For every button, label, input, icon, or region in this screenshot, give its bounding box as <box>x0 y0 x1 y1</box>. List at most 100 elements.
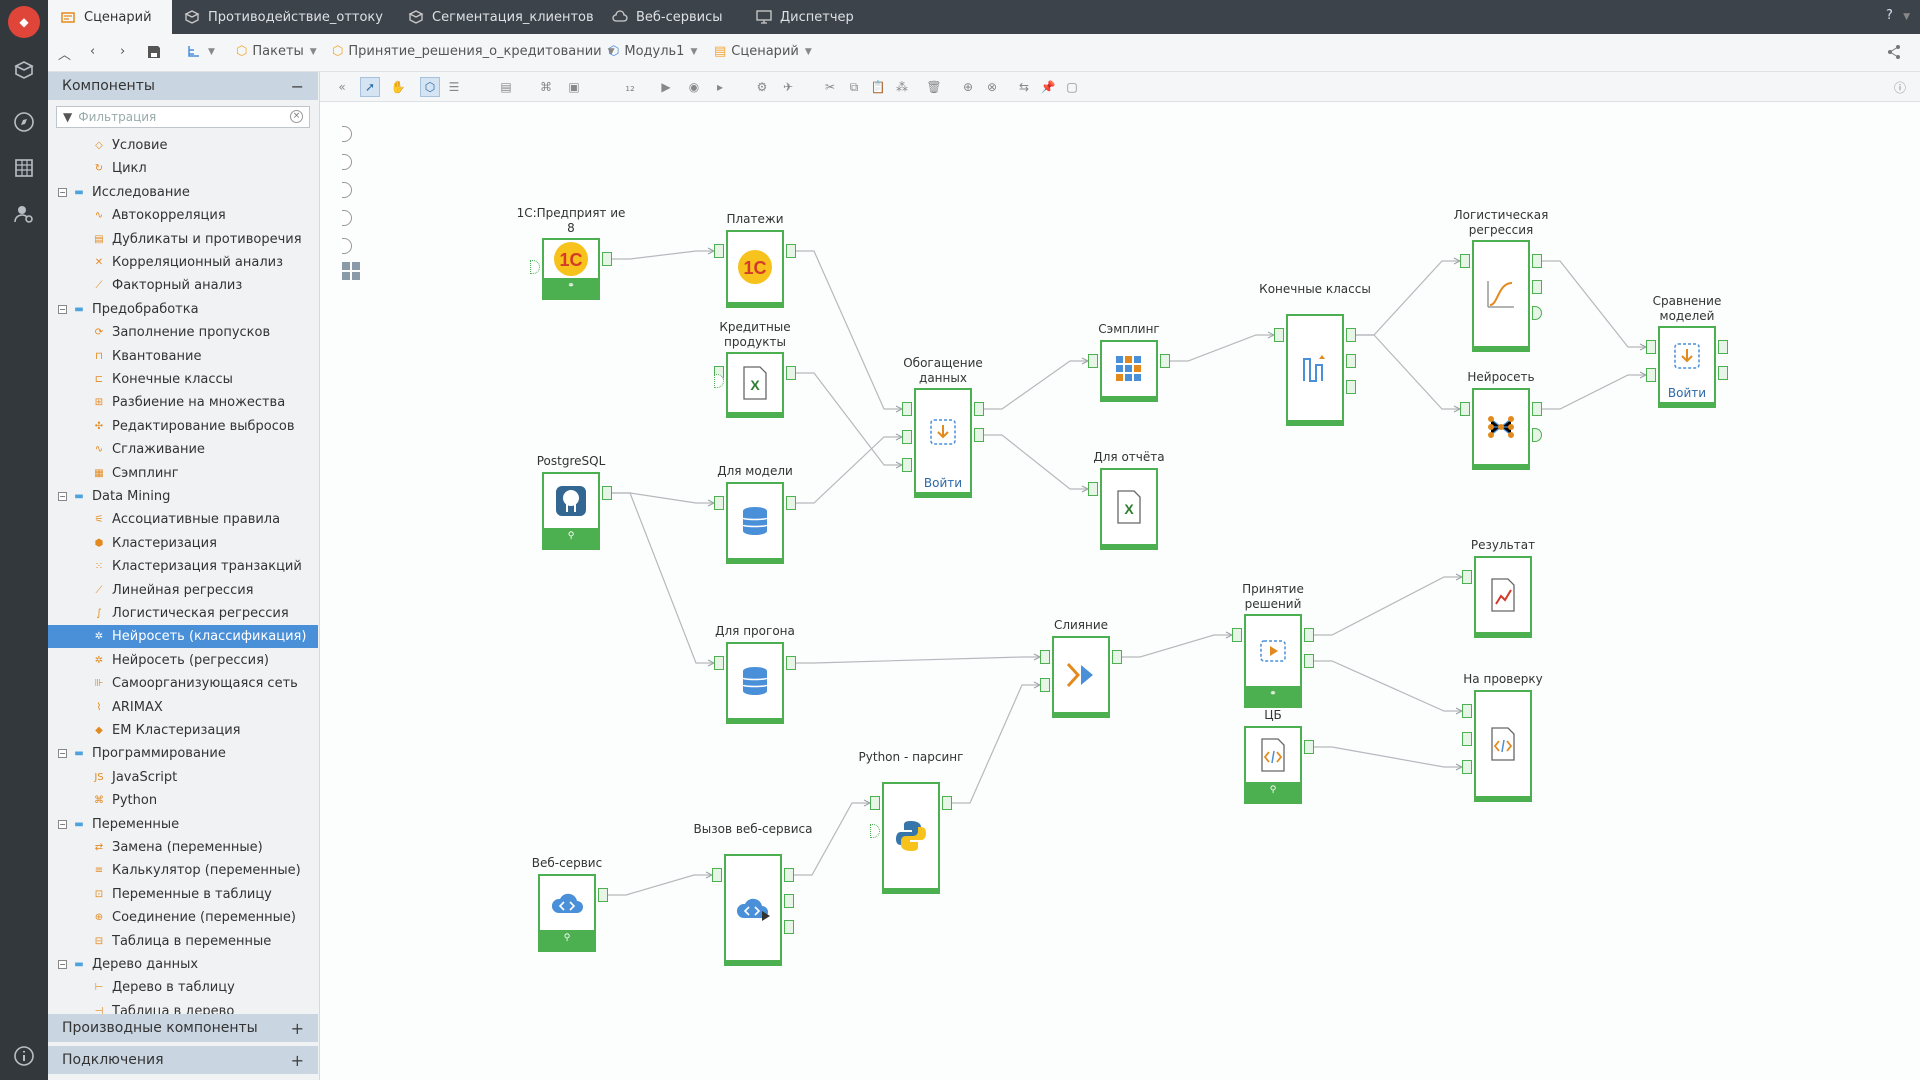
tree-item[interactable]: ⊪Самоорганизующаяся сеть <box>48 672 318 695</box>
input-port[interactable] <box>1460 254 1470 268</box>
run-to-icon[interactable]: ▸ <box>716 80 724 94</box>
input-port[interactable] <box>902 402 912 416</box>
input-port[interactable] <box>1040 678 1050 692</box>
tree-item[interactable]: ⊡Переменные в таблицу <box>48 883 318 906</box>
node-compare[interactable]: Войти <box>1658 326 1716 408</box>
packages-icon[interactable] <box>12 58 36 82</box>
tree-item[interactable]: ∿Автокорреляция <box>48 204 318 227</box>
settings-icon[interactable]: ⚙ <box>756 80 768 94</box>
tree-item[interactable]: ⊞Разбиение на множества <box>48 391 318 414</box>
output-port[interactable] <box>1718 340 1728 354</box>
connection-line[interactable] <box>984 360 1088 410</box>
enter-link[interactable]: Войти <box>923 476 963 490</box>
tree-item[interactable]: ⟋Линейная регрессия <box>48 579 318 602</box>
node-logreg[interactable] <box>1472 240 1530 352</box>
components-header[interactable]: Компоненты − <box>48 72 318 100</box>
output-port[interactable] <box>784 868 794 882</box>
cut-icon[interactable]: ✂ <box>824 80 836 94</box>
tree-item[interactable]: ⊏Конечные классы <box>48 368 318 391</box>
output-port[interactable] <box>1346 380 1356 394</box>
output-port[interactable] <box>1718 366 1728 380</box>
tree-folder[interactable]: −▬Data Mining <box>48 485 318 508</box>
save-icon[interactable] <box>146 44 162 60</box>
tree-folder[interactable]: −▬Программирование <box>48 742 318 765</box>
tree-item[interactable]: ≡Калькулятор (переменные) <box>48 859 318 882</box>
tree-item[interactable]: ⁙Кластеризация транзакций <box>48 555 318 578</box>
tree-item[interactable]: ✣Редактирование выбросов <box>48 415 318 438</box>
tree-item[interactable]: ⬢Кластеризация <box>48 532 318 555</box>
output-port[interactable] <box>942 796 952 810</box>
output-port[interactable] <box>1304 740 1314 754</box>
collapse-toggle-icon[interactable]: − <box>58 304 67 314</box>
link-icon[interactable]: ⊕ <box>962 80 974 94</box>
pin-icon[interactable]: 📌 <box>1040 80 1056 94</box>
node-cb[interactable]: ⚲ <box>1244 726 1302 804</box>
back-icon[interactable]: ‹ <box>90 44 96 59</box>
tree-item[interactable]: ⊣Таблица в дерево <box>48 1000 318 1014</box>
tree-item[interactable]: ▤Дубликаты и противоречия <box>48 228 318 251</box>
collapse-toggle-icon[interactable]: − <box>58 819 67 829</box>
node-run[interactable] <box>726 642 784 724</box>
node-model[interactable] <box>726 482 784 564</box>
node-report[interactable]: X <box>1100 468 1158 550</box>
collapse-toggle-icon[interactable]: − <box>58 960 67 969</box>
input-port[interactable] <box>714 374 724 388</box>
connection-line[interactable] <box>984 434 1088 490</box>
output-port[interactable] <box>786 656 796 670</box>
input-port[interactable] <box>1462 570 1472 584</box>
connection-line[interactable] <box>612 250 714 260</box>
tree-item[interactable]: ⌇ARIMAX <box>48 696 318 719</box>
tree-item[interactable]: ⊕Соединение (переменные) <box>48 906 318 929</box>
align-icon[interactable]: ▤ <box>500 80 512 94</box>
pointer-icon[interactable]: ➚ <box>360 77 380 97</box>
tree-item[interactable]: ⌘Python <box>48 789 318 812</box>
collapse-toggle-icon[interactable]: − <box>58 187 67 197</box>
tree-item[interactable]: ⊢Дерево в таблицу <box>48 976 318 999</box>
connection-line[interactable] <box>796 372 902 466</box>
output-port[interactable] <box>786 244 796 258</box>
collapse-toggle-icon[interactable]: − <box>58 749 67 759</box>
order-icon[interactable]: ₁₂ <box>625 80 635 94</box>
input-port[interactable] <box>902 430 912 444</box>
logo[interactable]: ◆ <box>8 6 40 38</box>
user-settings-icon[interactable] <box>12 202 36 226</box>
node-neuro[interactable] <box>1472 388 1530 470</box>
node-sampling[interactable] <box>1100 340 1158 402</box>
output-port[interactable] <box>1532 280 1542 294</box>
output-port[interactable] <box>1532 428 1542 442</box>
connection-line[interactable] <box>1170 334 1274 362</box>
connection-line[interactable] <box>612 492 714 664</box>
group-icon[interactable]: ▣ <box>568 80 580 94</box>
output-port[interactable] <box>598 888 608 902</box>
input-port[interactable] <box>870 796 880 810</box>
paste-icon[interactable]: 📋 <box>870 80 886 94</box>
output-port[interactable] <box>786 366 796 380</box>
compass-icon[interactable] <box>12 110 36 134</box>
tree-folder[interactable]: −▬Предобработка <box>48 298 318 321</box>
input-port[interactable] <box>1646 368 1656 382</box>
table-icon[interactable] <box>12 156 36 180</box>
node-decision[interactable]: ⚭ <box>1244 614 1302 708</box>
input-port[interactable] <box>1462 760 1472 774</box>
tree-item[interactable]: ⟳Заполнение пропусков <box>48 321 318 344</box>
output-port[interactable] <box>1346 354 1356 368</box>
grid-toggle-icon[interactable] <box>342 262 362 282</box>
connection-line[interactable] <box>612 492 714 504</box>
input-port[interactable] <box>1274 328 1284 342</box>
node-n1c[interactable]: 1C⚭ <box>542 238 600 300</box>
output-port[interactable] <box>1532 402 1542 416</box>
duplicate-icon[interactable]: ⁂ <box>896 80 908 94</box>
connections-header[interactable]: Подключения + <box>48 1046 318 1074</box>
connection-line[interactable] <box>952 684 1040 804</box>
connection-line[interactable] <box>1314 660 1462 712</box>
breadcrumb-module[interactable]: ⬡Модуль1▼ <box>608 44 698 59</box>
output-port[interactable] <box>602 486 612 500</box>
tree-item[interactable]: ◇Условие <box>48 134 318 157</box>
graph-view-icon[interactable]: ⬡ <box>420 77 440 97</box>
wizard-icon[interactable]: ✈ <box>782 80 794 94</box>
breadcrumb-package[interactable]: ⬡Принятие_решения_о_кредитовании▼ <box>332 44 615 59</box>
input-port[interactable] <box>902 458 912 472</box>
tree-item[interactable]: ⚟Ассоциативные правила <box>48 508 318 531</box>
